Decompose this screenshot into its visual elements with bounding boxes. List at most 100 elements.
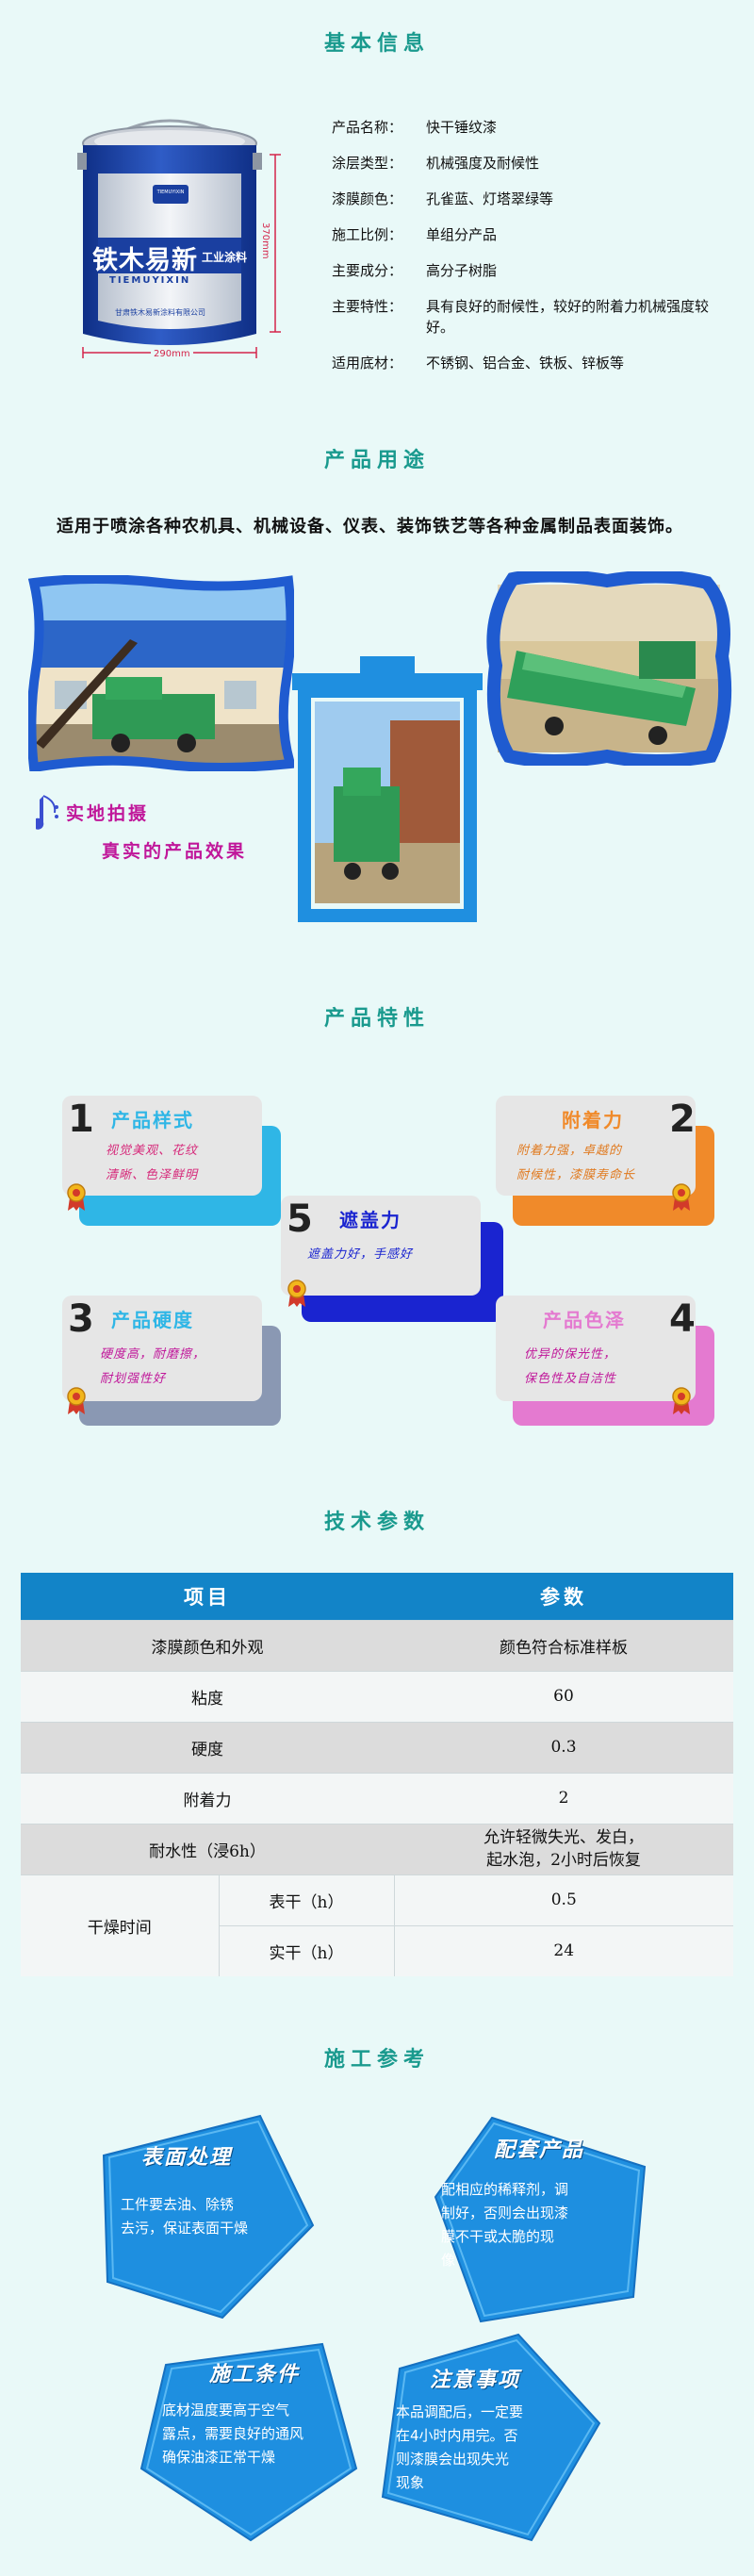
construction-line: 则漆膜会出现失光 [396, 2451, 510, 2468]
photo-farm-machine-center [315, 702, 460, 903]
spec-cell-label: 漆膜颜色和外观 [21, 1619, 394, 1671]
feature-desc-line2: 耐划强性好 [100, 1372, 167, 1386]
feature-desc-line2: 清晰、色泽鲜明 [106, 1168, 199, 1182]
medal-icon [67, 1183, 86, 1211]
construction-line: 本品调配后，一定要 [396, 2403, 524, 2420]
can-brand-cn: 铁木易新 [92, 246, 198, 275]
can-dim-height: 370mm [260, 223, 270, 259]
feature-number: 3 [68, 1297, 94, 1341]
construction-line: 膜不干或太脆的现 [441, 2228, 555, 2245]
info-key: 产品名称： [332, 119, 403, 136]
construction-line: 工件要去油、除锈 [121, 2196, 235, 2213]
construction-line: 底材温度要高于空气 [162, 2402, 290, 2419]
feature-desc-line1: 附着力强，卓越的 [516, 1144, 623, 1158]
feature-desc-line1: 优异的保光性， [524, 1347, 617, 1362]
info-value: 高分子树脂 [426, 262, 498, 279]
spec-cell-label: 附着力 [21, 1772, 394, 1824]
medal-icon [672, 1183, 691, 1211]
feature-title: 产品硬度 [111, 1309, 194, 1331]
construction-line: 制好，否则会出现漆 [441, 2204, 569, 2221]
medal-icon [672, 1387, 691, 1414]
pentagon-notes [381, 2333, 601, 2542]
construction-line: 在4小时内用完。否 [396, 2427, 518, 2444]
feature-card-3: 3 产品硬度 硬度高，耐磨擦， 耐划强性好 [62, 1296, 288, 1437]
spec-cell-value: 60 [394, 1670, 733, 1722]
info-row-coating-type: 涂层类型： 机械强度及耐候性 [332, 153, 728, 173]
construction-title: 表面处理 [141, 2145, 233, 2170]
table-row: 附着力 2 [21, 1772, 733, 1824]
feature-card-4: 4 产品色泽 优异的保光性， 保色性及自洁性 [496, 1296, 722, 1437]
table-row: 干燥时间 表干（h） 0.5 [21, 1874, 733, 1976]
feature-card-2: 2 附着力 附着力强，卓越的 耐候性，漆膜寿命长 [496, 1096, 722, 1237]
spec-cell-value: 允许轻微失光、发白， 起水泡，2小时后恢复 [394, 1823, 733, 1874]
construction-line: 现象 [396, 2474, 425, 2491]
farm-machine-photo [36, 583, 287, 764]
section-title-features: 产品特性 [323, 1006, 430, 1031]
construction-text: 底材温度要高于空气 露点，需要良好的通风 确保油漆正常干燥 [162, 2399, 303, 2469]
info-value: 具有良好的耐候性，较好的附着力机械强度较好。 [426, 298, 710, 336]
construction-line: 去污，保证表面干燥 [121, 2220, 249, 2237]
spec-dry-time-label: 干燥时间 [21, 1874, 220, 1976]
info-value: 快干锤纹漆 [426, 119, 498, 136]
info-key: 涂层类型： [332, 155, 403, 172]
section-title-usage: 产品用途 [323, 448, 430, 472]
feature-card-1: 1 产品样式 视觉美观、花纹 清晰、色泽鲜明 [62, 1096, 288, 1237]
info-key: 适用底材： [332, 355, 403, 372]
construction-title: 配套产品 [494, 2138, 585, 2162]
feature-card-body [496, 1296, 696, 1401]
spec-cell-label: 实干（h） [219, 1924, 395, 1976]
can-small-logo: TIEMUYIXIN [156, 190, 185, 195]
construction-line: 像 [441, 2252, 456, 2269]
spec-cell-value: 24 [394, 1924, 733, 1976]
info-value: 不锈钢、铝合金、铁板、锌板等 [426, 355, 625, 372]
table-row: 粘度 60 [21, 1670, 733, 1722]
usage-description: 适用于喷涂各种农机具、机械设备、仪表、装饰铁艺等各种金属制品表面装饰。 [57, 517, 683, 537]
music-note-icon [36, 795, 58, 830]
construction-line: 露点，需要良好的通风 [162, 2425, 304, 2442]
feature-number: 5 [287, 1197, 313, 1241]
spec-cell-label: 硬度 [21, 1721, 394, 1773]
spec-cell-value-line1: 允许轻微失光、发白， [484, 1828, 644, 1847]
info-value: 机械强度及耐候性 [426, 155, 540, 172]
table-row: 硬度 0.3 [21, 1721, 733, 1773]
medal-icon [287, 1280, 306, 1307]
feature-number: 2 [669, 1098, 696, 1141]
spec-cell-value: 0.5 [394, 1874, 733, 1925]
construction-line: 确保油漆正常干燥 [162, 2449, 276, 2466]
spec-cell-label: 耐水性（浸6h） [21, 1823, 394, 1874]
info-key: 主要成分： [332, 262, 403, 279]
feature-card-body [62, 1096, 262, 1196]
feature-card-5: 5 遮盖力 遮盖力好，手感好 [281, 1196, 507, 1337]
photo-caption-line1: 实地拍摄 [66, 803, 150, 824]
green-machine-photo [498, 585, 720, 752]
photo-farm-machine-right [498, 585, 720, 752]
photo-frame-wavy-left [28, 575, 294, 771]
feature-desc-line1: 视觉美观、花纹 [106, 1144, 199, 1158]
feature-title: 产品色泽 [543, 1309, 626, 1331]
info-value: 单组分产品 [426, 226, 498, 243]
feature-card-body [62, 1296, 262, 1401]
photo-frame-wavy-right [486, 571, 732, 766]
table-row: 实干（h） 24 [21, 1924, 733, 1976]
table-row: 耐水性（浸6h） 允许轻微失光、发白， 起水泡，2小时后恢复 [21, 1823, 733, 1874]
feature-desc-line2: 保色性及自洁性 [524, 1372, 617, 1386]
spec-cell-value: 颜色符合标准样板 [394, 1619, 733, 1671]
feature-card-body [281, 1196, 481, 1296]
photo-farm-machine-left [36, 583, 287, 764]
info-row-color: 漆膜颜色： 孔雀蓝、灯塔翠绿等 [332, 189, 728, 209]
info-key: 主要特性： [332, 298, 403, 315]
basic-info-list: 产品名称： 快干锤纹漆 涂层类型： 机械强度及耐候性 漆膜颜色： 孔雀蓝、灯塔翠… [332, 117, 728, 388]
feature-number: 1 [68, 1098, 94, 1141]
pentagon-conditions [139, 2342, 358, 2542]
feature-desc-line1: 遮盖力好，手感好 [307, 1247, 414, 1262]
product-can-image: TIEMUYIXIN 铁木易新 工业涂料 TIEMUYIXIN 甘肃铁木易新涂料… [66, 98, 292, 362]
spec-table-header: 项目 参数 [21, 1573, 733, 1620]
info-row-substrate: 适用底材： 不锈钢、铝合金、铁板、锌板等 [332, 353, 728, 373]
feature-title: 产品样式 [111, 1109, 194, 1131]
feature-title: 遮盖力 [339, 1209, 402, 1231]
pentagon-matching-products [434, 2116, 647, 2323]
feature-desc-line1: 硬度高，耐磨擦， [100, 1347, 206, 1362]
feature-desc-line2: 耐候性，漆膜寿命长 [516, 1168, 636, 1182]
table-row: 漆膜颜色和外观 颜色符合标准样板 [21, 1619, 733, 1671]
spec-cell-value: 0.3 [394, 1721, 733, 1773]
